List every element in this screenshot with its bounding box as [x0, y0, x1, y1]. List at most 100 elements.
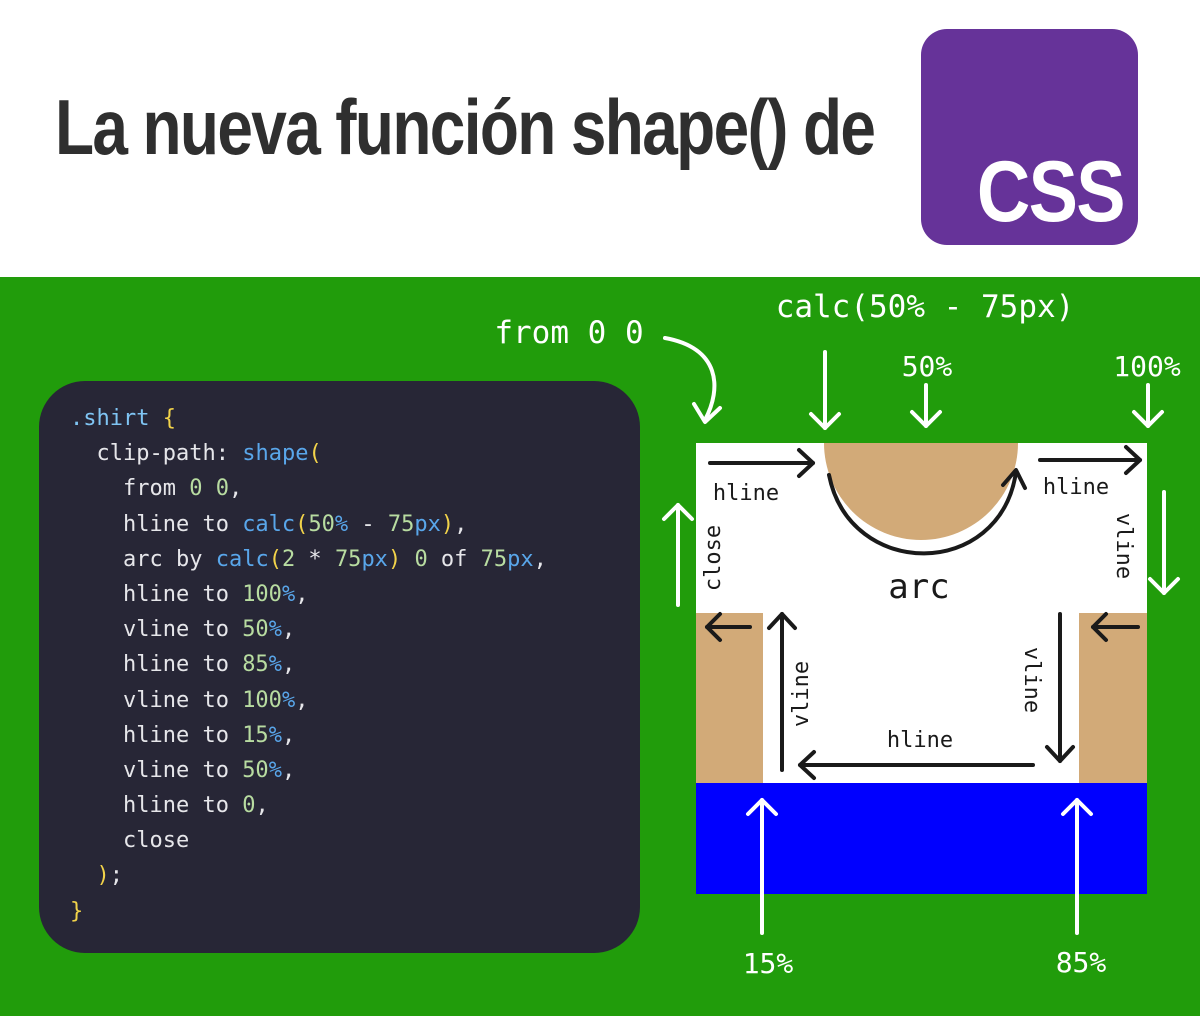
code-token: %	[268, 617, 282, 643]
code-token: %	[334, 511, 349, 537]
code-token: ,	[281, 652, 296, 678]
code-token: )	[96, 863, 110, 889]
code-token: ,	[281, 757, 296, 783]
code-token: px	[507, 546, 534, 572]
code-token: ,	[295, 687, 309, 713]
code-token: *	[295, 546, 335, 572]
code-line: vline to 50%,	[70, 612, 547, 647]
code-token: hline to	[70, 652, 243, 678]
code-token: 0	[414, 546, 428, 572]
code-token: hline to	[70, 511, 243, 537]
close-up-arrow	[662, 503, 694, 607]
pants-area	[696, 783, 1147, 894]
code-line: from 0 0,	[70, 471, 547, 506]
code-token: 85	[242, 652, 269, 678]
code-token: 50	[242, 617, 269, 643]
vline-inner-left-label: vline	[789, 661, 814, 727]
from-arrow	[663, 336, 722, 424]
code-token: close	[70, 828, 190, 854]
code-token: px	[361, 546, 388, 572]
vline-right-label: vline	[1111, 513, 1136, 579]
code-token: 0	[242, 793, 256, 819]
path-labels: hline hline arc close vline vline vline …	[701, 475, 1136, 753]
code-token: )	[387, 546, 402, 572]
code-token: 15	[242, 722, 269, 748]
pct50-arrow	[910, 383, 942, 428]
vline-inner-right-label: vline	[1019, 647, 1044, 713]
pct100-label: 100%	[1113, 350, 1181, 383]
code-token: %	[268, 652, 282, 678]
code-token: ,	[454, 511, 468, 537]
code-token: calc	[242, 511, 296, 537]
header: La nueva función shape() de CSS	[0, 0, 1200, 277]
code-token: -	[348, 511, 388, 537]
right-arm-cutout	[1079, 613, 1147, 783]
code-line: arc by calc(2 * 75px) 0 of 75px,	[70, 542, 547, 577]
pct50-label: 50%	[902, 350, 953, 383]
code-token: %	[268, 757, 282, 783]
code-token: 100	[242, 581, 282, 607]
path-arrows	[705, 445, 1142, 780]
code-token: .shirt	[70, 406, 150, 431]
code-token: (	[295, 511, 309, 537]
pct15-arrow	[746, 798, 778, 935]
arc-label: arc	[888, 567, 949, 607]
code-token: ,	[295, 581, 309, 607]
code-token: %	[281, 581, 296, 607]
page-title: La nueva función shape() de	[55, 83, 876, 171]
code-token: 75	[480, 546, 508, 572]
code-token: 50	[308, 511, 335, 537]
close-label: close	[701, 525, 726, 591]
code-token: (	[308, 441, 322, 467]
css-logo-text: CSS	[977, 144, 1126, 240]
code-line: hline to 0,	[70, 788, 547, 823]
pct85-arrow	[1061, 798, 1093, 935]
code-token: ,	[281, 617, 296, 643]
code-token: %	[268, 722, 282, 748]
code-token: hline to	[70, 793, 243, 819]
code-token: 75	[334, 546, 362, 572]
code-token: ,	[533, 546, 547, 572]
code-token: 75	[387, 511, 415, 537]
vline-down-arrow	[1148, 490, 1180, 595]
code-line: .shirt {	[70, 401, 547, 436]
code-block: .shirt { clip-path: shape( from 0 0, hli…	[70, 401, 547, 929]
code-token: :	[215, 441, 243, 467]
code-token: hline to	[70, 722, 243, 748]
vline-inner-right-arrow	[1045, 612, 1075, 763]
neck-cutout	[824, 443, 1018, 540]
code-line: close	[70, 823, 547, 858]
code-line: vline to 100%,	[70, 683, 547, 718]
code-line: vline to 50%,	[70, 753, 547, 788]
hline-arm-right-arrow	[1091, 612, 1140, 642]
code-token: 50	[242, 757, 269, 783]
pct100-arrow	[1132, 383, 1164, 428]
code-token: {	[162, 406, 176, 431]
code-token: 0	[189, 476, 203, 502]
code-token: arc by	[70, 546, 216, 572]
code-token: of	[427, 546, 481, 572]
code-card	[39, 381, 640, 953]
hline-arm-left-arrow	[705, 612, 752, 642]
code-token: }	[70, 898, 84, 924]
code-token: 2	[281, 546, 296, 572]
code-token: %	[281, 687, 296, 713]
code-line: clip-path: shape(	[70, 436, 547, 471]
code-line: );	[70, 858, 547, 893]
code-line: hline to 85%,	[70, 647, 547, 682]
code-token: 100	[242, 687, 282, 713]
code-token: from	[70, 476, 190, 502]
pct15-label: 15%	[743, 947, 794, 980]
hline-top-left-arrow	[708, 448, 815, 478]
code-token: (	[268, 546, 282, 572]
code-token: ;	[109, 863, 123, 889]
code-token: )	[440, 511, 455, 537]
code-token: ,	[255, 793, 269, 819]
calc-label: calc(50% - 75px)	[776, 289, 1075, 325]
from-label: from 0 0	[494, 315, 643, 351]
arc-arrow	[827, 468, 1027, 556]
code-token: ,	[281, 722, 296, 748]
hline-bottom-arrow	[798, 750, 1035, 780]
shirt-box	[696, 443, 1147, 894]
